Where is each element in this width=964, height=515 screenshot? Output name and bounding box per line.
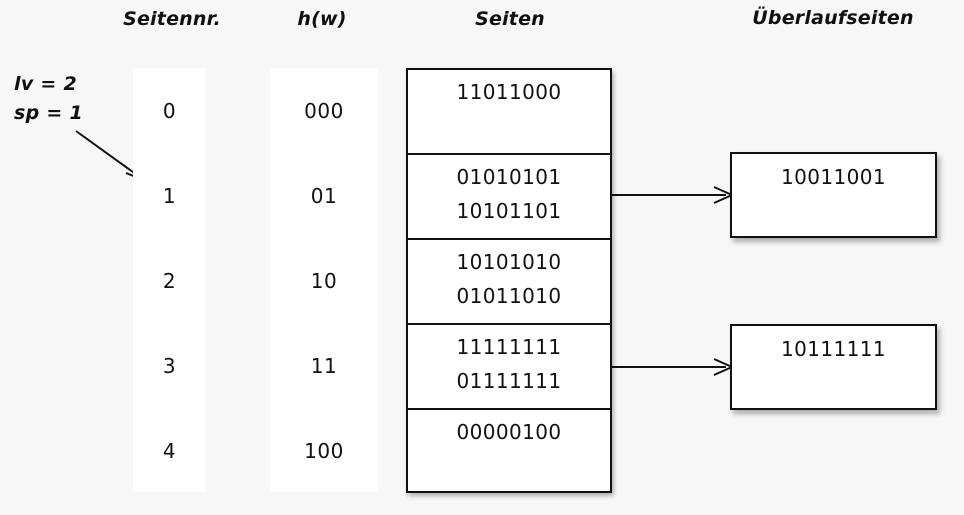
- record-value: 01010101: [456, 165, 562, 189]
- page-bucket-row: 11111111 01111111: [408, 325, 610, 410]
- record-value: 10101101: [456, 199, 562, 223]
- hash-value-cell: 11: [310, 353, 338, 378]
- hash-value-cell: 100: [304, 438, 344, 463]
- record-value: 10101010: [456, 250, 562, 274]
- column-header-overflow-pages: Überlaufseiten: [752, 7, 914, 29]
- page-bucket-row: 00000100: [408, 410, 610, 495]
- record-value: 00000100: [456, 420, 562, 444]
- overflow-link-arrow-icon: [612, 358, 733, 376]
- level-parameter: lv = 2: [14, 73, 78, 95]
- page-bucket-row: 11011000: [408, 70, 610, 155]
- column-header-hash-function: h(w): [297, 8, 347, 30]
- hash-value-cell: 000: [304, 98, 344, 123]
- record-value: 01111111: [456, 369, 562, 393]
- record-value: 10011001: [781, 165, 886, 189]
- pages-table: 11011000 01010101 10101101 10101010 0101…: [406, 68, 612, 493]
- record-value: 01011010: [456, 284, 562, 308]
- page-number-cell: 2: [162, 268, 177, 293]
- overflow-link-arrow-icon: [612, 186, 733, 204]
- page-number-cell: 1: [162, 183, 177, 208]
- parameter-annotations: lv = 2 sp = 1: [14, 70, 83, 128]
- hash-value-column: 000 01 10 11 100: [270, 68, 378, 492]
- split-pointer-parameter: sp = 1: [14, 102, 84, 124]
- page-bucket-row: 10101010 01011010: [408, 240, 610, 325]
- page-number-cell: 0: [162, 98, 177, 123]
- page-number-cell: 3: [162, 353, 177, 378]
- overflow-page-box: 10111111: [730, 324, 937, 410]
- record-value: 11011000: [456, 80, 562, 104]
- hash-value-cell: 01: [310, 183, 338, 208]
- record-value: 10111111: [781, 337, 886, 361]
- page-number-column: 0 1 2 3 4: [133, 68, 206, 492]
- column-header-page-number: Seitennr.: [123, 8, 221, 30]
- page-number-cell: 4: [162, 438, 177, 463]
- hash-value-cell: 10: [310, 268, 338, 293]
- overflow-page-box: 10011001: [730, 152, 937, 238]
- column-header-pages: Seiten: [475, 8, 545, 30]
- page-bucket-row: 01010101 10101101: [408, 155, 610, 240]
- record-value: 11111111: [456, 335, 562, 359]
